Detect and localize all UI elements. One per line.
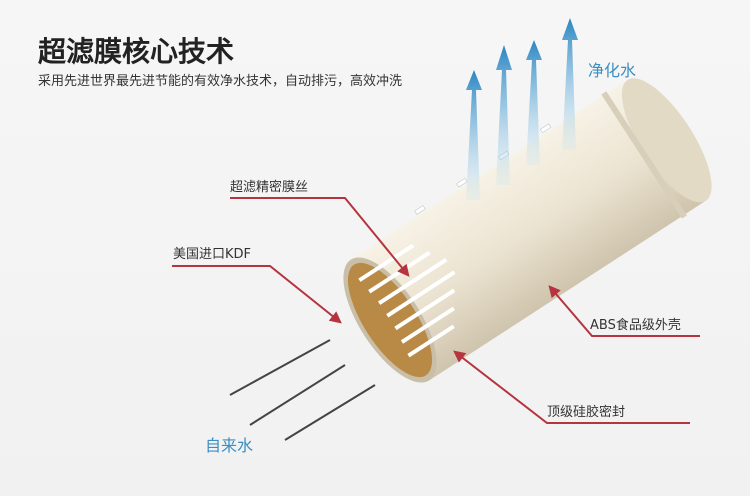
kdf-layer	[347, 262, 433, 378]
label-membrane: 超滤精密膜丝	[230, 180, 309, 195]
label-tap-water: 自来水	[205, 436, 254, 455]
label-clean-water: 净化水	[588, 61, 637, 80]
label-shell: ABS食品级外壳	[590, 318, 681, 333]
page-subtitle: 采用先进世界最先进节能的有效净水技术，自动排污，高效冲洗	[38, 74, 403, 89]
page-title: 超滤膜核心技术	[38, 35, 235, 68]
label-seal: 顶级硅胶密封	[547, 405, 626, 420]
leader-lines	[172, 197, 700, 424]
label-kdf: 美国进口KDF	[173, 247, 252, 262]
filter-cartridge	[343, 78, 712, 383]
clean-water-arrows	[466, 18, 578, 200]
tap-water-arrows	[229, 339, 376, 441]
